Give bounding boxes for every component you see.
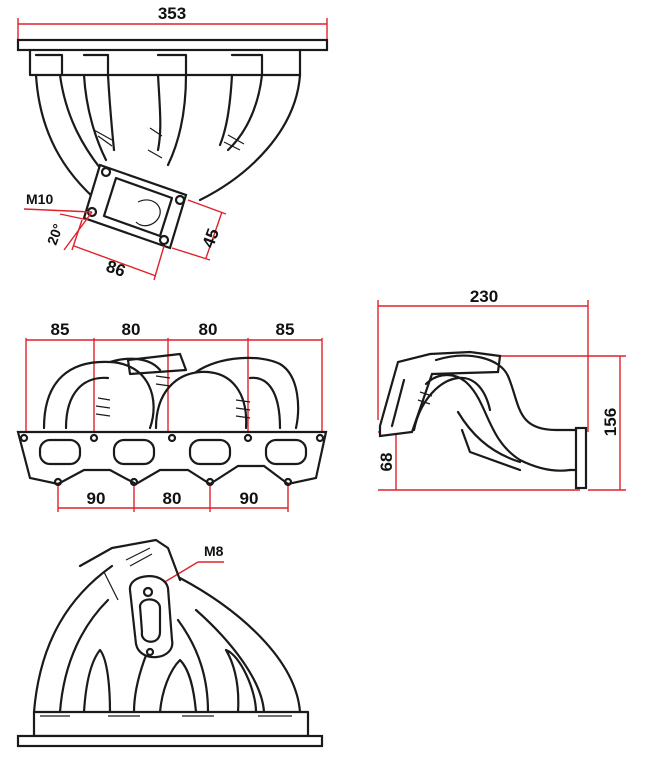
front-view-bottom-dim-2: 80 — [163, 489, 182, 508]
bottom-view-base — [16, 710, 324, 748]
side-view-offset-label: 68 — [377, 453, 396, 472]
front-view-manifold — [42, 352, 300, 430]
side-view-dimension-height: 156 — [500, 355, 626, 491]
top-view-width-label: 353 — [158, 4, 186, 23]
bottom-view: M8 — [16, 538, 324, 748]
bottom-view-bolt-label: M8 — [204, 543, 224, 559]
side-view-length-label: 230 — [470, 287, 498, 306]
bottom-view-turbo-flange — [128, 575, 174, 659]
top-view-turbo-flange — [82, 163, 188, 250]
top-view: 353 — [16, 4, 329, 281]
top-view-dimension-width: 353 — [17, 4, 328, 46]
front-view-top-dim-1: 85 — [51, 320, 70, 339]
side-view-dimension-length: 230 — [377, 287, 589, 432]
top-view-bolt-label: M10 — [26, 191, 53, 207]
front-view-top-dim-3: 80 — [199, 320, 218, 339]
top-view-dimension-bolt: M10 — [23, 191, 93, 213]
side-view-dimension-offset: 68 — [377, 431, 580, 491]
front-view-bottom-dim-1: 90 — [87, 489, 106, 508]
side-view-height-label: 156 — [601, 408, 620, 436]
front-view-top-dim-4: 85 — [276, 320, 295, 339]
front-view: 85 80 80 85 — [16, 320, 328, 512]
top-view-flange-width-label: 86 — [104, 257, 128, 281]
top-view-manifold — [16, 38, 329, 212]
front-view-bottom-dim-3: 90 — [240, 489, 259, 508]
side-view: 230 156 68 — [377, 287, 626, 491]
top-view-flange-height-label: 45 — [199, 226, 223, 250]
side-view-manifold — [378, 350, 588, 490]
bottom-view-manifold — [32, 538, 302, 714]
front-view-dimension-top: 85 80 80 85 — [25, 320, 323, 432]
top-view-angle-label: 20° — [44, 222, 66, 247]
front-view-flange — [16, 430, 328, 487]
front-view-top-dim-2: 80 — [122, 320, 141, 339]
front-view-dimension-bottom: 90 80 90 — [57, 486, 289, 512]
